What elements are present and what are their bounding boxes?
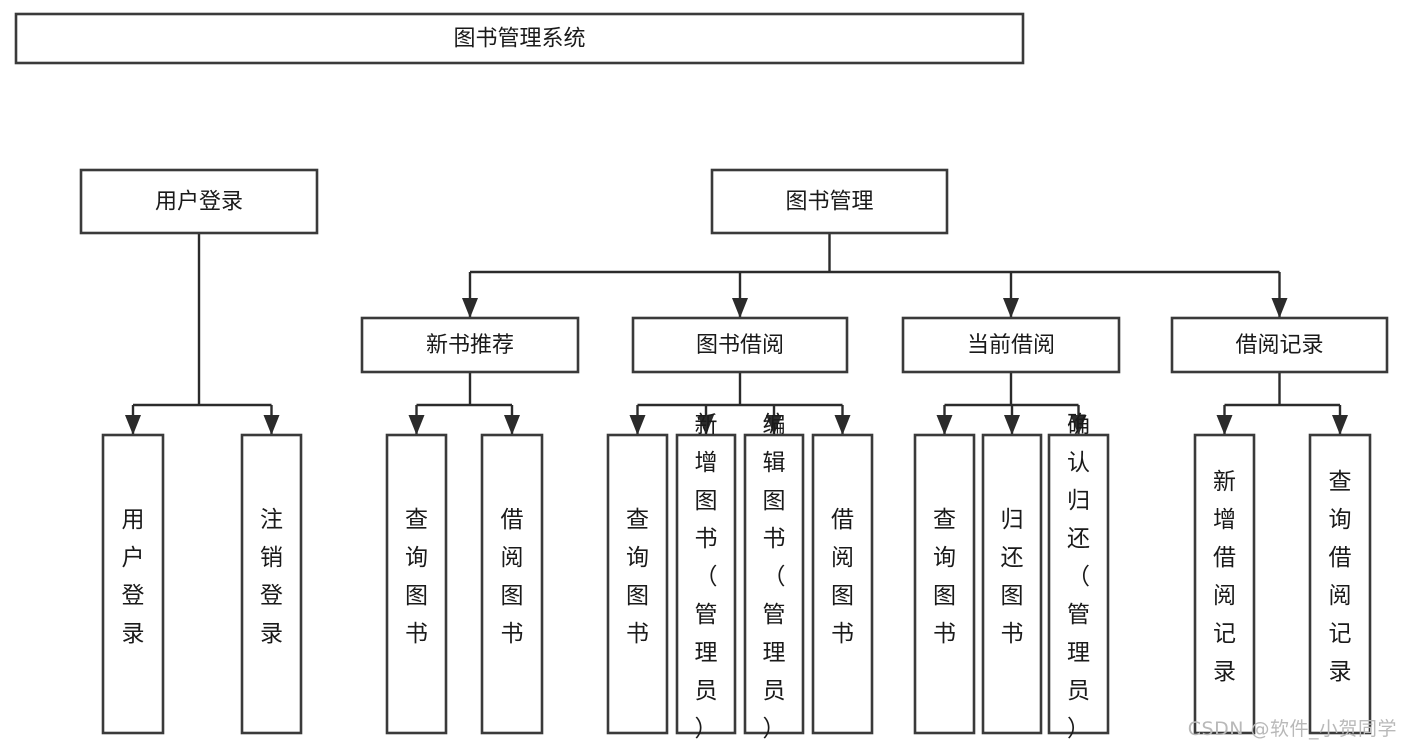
node-l-return-book[interactable]: 归还图书 <box>981 433 1043 735</box>
node-box-borrow-record <box>1170 316 1389 374</box>
node-box-l-query-book-2 <box>606 433 669 735</box>
node-current-borrow[interactable]: 当前借阅 <box>901 316 1121 374</box>
arrow-head-icon <box>408 415 425 435</box>
node-label-current-borrow: 当前借阅 <box>967 333 1055 358</box>
node-box-book-manage <box>710 168 949 235</box>
node-box-l-borrow-book-2 <box>811 433 874 735</box>
watermark-text: CSDN @软件_小贺同学 <box>1187 718 1397 740</box>
node-box-l-confirm-return <box>1047 433 1110 735</box>
arrow-head-icon <box>834 415 851 435</box>
node-l-query-book-1[interactable]: 查询图书 <box>385 433 448 735</box>
node-l-query-book-3[interactable]: 查询图书 <box>913 433 976 735</box>
arrow-head-icon <box>629 415 646 435</box>
arrow-head-icon <box>1271 298 1288 318</box>
arrow-head-icon <box>1216 415 1233 435</box>
connector-group-userlogin-to-leaves <box>125 233 280 435</box>
node-box-book-borrow <box>631 316 849 374</box>
arrow-head-icon <box>1332 415 1348 435</box>
connector-group-current-to-leaves <box>936 372 1087 435</box>
node-l-borrow-book-1[interactable]: 借阅图书 <box>480 433 544 735</box>
node-label-l-borrow-book-1: 借阅图书 <box>501 507 524 647</box>
node-leaf-logout[interactable]: 注销登录 <box>240 433 303 735</box>
node-label-new-book-rec: 新书推荐 <box>426 333 514 358</box>
node-box-root <box>14 12 1025 65</box>
arrow-head-icon <box>1004 415 1020 435</box>
node-l-add-book[interactable]: 新增图书（管理员） <box>675 412 737 742</box>
node-l-edit-book[interactable]: 编辑图书（管理员） <box>743 412 805 742</box>
node-label-borrow-record: 借阅记录 <box>1235 333 1323 358</box>
node-label-l-query-record: 查询借阅记录 <box>1329 469 1352 685</box>
node-box-l-borrow-book-1 <box>480 433 544 735</box>
node-box-new-book-rec <box>360 316 580 374</box>
node-label-leaf-logout: 注销登录 <box>260 507 283 647</box>
node-label-book-manage: 图书管理 <box>785 190 873 215</box>
node-box-user-login <box>79 168 319 235</box>
node-new-book-rec[interactable]: 新书推荐 <box>360 316 580 374</box>
node-box-l-add-record <box>1193 433 1256 735</box>
arrow-head-icon <box>462 298 478 318</box>
node-box-l-add-book <box>675 433 737 735</box>
node-user-login[interactable]: 用户登录 <box>79 168 319 235</box>
node-label-user-login: 用户登录 <box>155 190 243 215</box>
node-label-root: 图书管理系统 <box>453 27 585 52</box>
arrow-head-icon <box>936 415 953 435</box>
node-label-book-borrow: 图书借阅 <box>696 333 784 358</box>
node-l-query-book-2[interactable]: 查询图书 <box>606 433 669 735</box>
node-root[interactable]: 图书管理系统 <box>14 12 1025 65</box>
arrow-head-icon <box>1070 415 1087 435</box>
node-label-l-edit-book: 编辑图书（管理员） <box>763 412 786 742</box>
node-label-l-confirm-return: 确认归还（管理员） <box>1067 412 1090 742</box>
arrow-head-icon <box>263 415 280 435</box>
node-label-l-query-book-3: 查询图书 <box>933 507 956 647</box>
arrow-head-icon <box>732 298 748 318</box>
node-label-l-query-book-1: 查询图书 <box>405 507 428 647</box>
node-l-borrow-book-2[interactable]: 借阅图书 <box>811 433 874 735</box>
node-box-leaf-user-login <box>101 433 165 735</box>
node-label-l-return-book: 归还图书 <box>1001 507 1024 647</box>
node-l-confirm-return[interactable]: 确认归还（管理员） <box>1047 412 1110 742</box>
connector-group-bookmanage-to-level3 <box>462 233 1288 318</box>
connector-layer <box>125 233 1348 435</box>
node-borrow-record[interactable]: 借阅记录 <box>1170 316 1389 374</box>
node-box-l-query-record <box>1308 433 1372 735</box>
node-label-l-borrow-book-2: 借阅图书 <box>831 507 854 647</box>
node-box-l-edit-book <box>743 433 805 735</box>
node-leaf-user-login[interactable]: 用户登录 <box>101 433 165 735</box>
arrow-head-icon <box>698 415 714 435</box>
node-book-borrow[interactable]: 图书借阅 <box>631 316 849 374</box>
node-l-add-record[interactable]: 新增借阅记录 <box>1193 433 1256 735</box>
node-book-manage[interactable]: 图书管理 <box>710 168 949 235</box>
connector-group-newbook-to-leaves <box>408 372 520 435</box>
node-box-leaf-logout <box>240 433 303 735</box>
node-box-l-return-book <box>981 433 1043 735</box>
arrow-head-icon <box>1003 298 1019 318</box>
connector-group-record-to-leaves <box>1216 372 1348 435</box>
arrow-head-icon <box>125 415 141 435</box>
connector-group-bookborrow-to-leaves <box>629 372 851 435</box>
node-label-leaf-user-login: 用户登录 <box>122 507 145 647</box>
node-layer: 图书管理系统用户登录图书管理新书推荐图书借阅当前借阅借阅记录用户登录注销登录查询… <box>14 12 1389 742</box>
node-label-l-query-book-2: 查询图书 <box>626 507 649 647</box>
arrow-head-icon <box>766 415 782 435</box>
node-label-l-add-book: 新增图书（管理员） <box>695 412 718 742</box>
node-l-query-record[interactable]: 查询借阅记录 <box>1308 433 1372 735</box>
arrow-head-icon <box>504 415 520 435</box>
node-box-l-query-book-1 <box>385 433 448 735</box>
node-box-current-borrow <box>901 316 1121 374</box>
node-box-l-query-book-3 <box>913 433 976 735</box>
node-label-l-add-record: 新增借阅记录 <box>1213 469 1236 685</box>
